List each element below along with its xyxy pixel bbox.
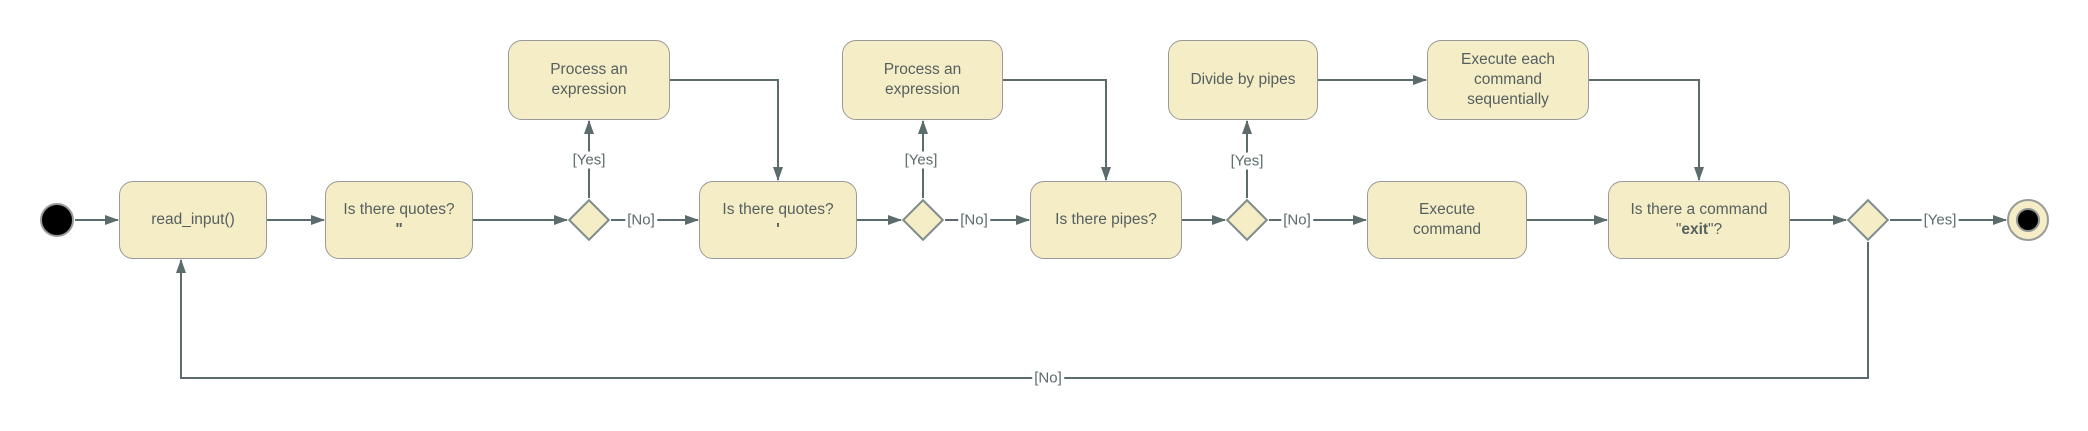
edge-process1-to-quotes-single xyxy=(670,79,783,181)
decision-pipes xyxy=(1225,198,1269,242)
activity-execute-command: Execute command xyxy=(1367,181,1527,259)
node-text-line: Is there pipes? xyxy=(1055,210,1157,230)
node-text-segment: exit xyxy=(1681,221,1709,238)
node-text-line: Execute xyxy=(1419,200,1475,220)
node-text-segment: Execute each xyxy=(1461,51,1555,68)
node-text-segment: Execute xyxy=(1418,201,1475,218)
node-text-segment: Is there pipes? xyxy=(1055,211,1157,228)
node-text-segment: Divide by pipes xyxy=(1190,71,1296,88)
node-text-line: Is there quotes? xyxy=(722,200,833,220)
node-text-line: Is there a command xyxy=(1631,200,1768,220)
node-text-line: expression xyxy=(552,80,627,100)
node-text-segment: read_input() xyxy=(151,211,235,228)
activity-process-expression-2: Process an expression xyxy=(842,40,1003,120)
node-text-line: ' xyxy=(776,220,780,240)
start-node xyxy=(40,203,74,237)
edge-decision4-no-loop xyxy=(176,242,1869,379)
decision-quotes-double xyxy=(567,198,611,242)
node-text-line: command xyxy=(1413,220,1481,240)
node-text-line: Divide by pipes xyxy=(1190,70,1295,90)
guard-label-decision1-yes: [Yes] xyxy=(570,151,608,169)
node-text-segment: command xyxy=(1412,221,1482,238)
activity-is-there-quotes-single: Is there quotes? ' xyxy=(699,181,857,259)
activity-execute-each-command-sequentially: Execute each command sequentially xyxy=(1427,40,1589,120)
node-text-segment: ' xyxy=(776,221,780,238)
node-text-line: sequentially xyxy=(1467,90,1549,110)
activity-is-there-command-exit: Is there a command "exit"? xyxy=(1608,181,1790,259)
edge-process2-to-pipes xyxy=(1003,79,1111,181)
final-node xyxy=(2007,199,2049,241)
activity-is-there-quotes-double: Is there quotes? " xyxy=(325,181,473,259)
node-text-line: command xyxy=(1474,70,1542,90)
node-text-line: read_input() xyxy=(151,210,235,230)
activity-process-expression-1: Process an expression xyxy=(508,40,670,120)
guard-label-decision2-no: [No] xyxy=(958,211,990,229)
guard-label-decision3-no: [No] xyxy=(1281,211,1313,229)
node-text-segment: Is there quotes? xyxy=(722,201,834,218)
decision-quotes-single xyxy=(901,198,945,242)
node-text-segment: Process an xyxy=(550,61,628,78)
guard-label-decision3-yes: [Yes] xyxy=(1228,152,1266,170)
node-text-line: "exit"? xyxy=(1676,220,1722,240)
node-text-segment: expression xyxy=(885,81,960,98)
decision-exit xyxy=(1846,198,1890,242)
node-text-segment: Process an xyxy=(883,61,962,78)
node-text-segment: sequentially xyxy=(1467,91,1549,108)
activity-divide-by-pipes: Divide by pipes xyxy=(1168,40,1318,120)
node-text-line: Process an xyxy=(884,60,962,80)
node-text-segment: command xyxy=(1473,71,1543,88)
node-text-segment: expression xyxy=(551,81,627,98)
final-node-inner-dot xyxy=(2016,208,2040,232)
node-text-segment: " xyxy=(395,221,403,238)
node-text-line: Execute each xyxy=(1461,50,1555,70)
guard-label-decision2-yes: [Yes] xyxy=(902,151,940,169)
node-text-segment: Is there a command xyxy=(1630,201,1768,218)
node-text-segment: Is there quotes? xyxy=(343,201,455,218)
guard-label-decision1-no: [No] xyxy=(625,211,657,229)
activity-is-there-pipes: Is there pipes? xyxy=(1030,181,1182,259)
node-text-line: Process an xyxy=(550,60,628,80)
node-text-segment: " xyxy=(1675,221,1682,238)
activity-read-input: read_input() xyxy=(119,181,267,259)
guard-label-decision4-no-loop: [No] xyxy=(1032,369,1064,387)
guard-label-decision4-yes: [Yes] xyxy=(1921,211,1959,229)
node-text-segment: "? xyxy=(1708,221,1723,238)
edge-sequential-to-exit-question xyxy=(1589,79,1704,181)
node-text-line: Is there quotes? xyxy=(343,200,454,220)
node-text-line: " xyxy=(395,220,402,240)
node-text-line: expression xyxy=(885,80,960,100)
